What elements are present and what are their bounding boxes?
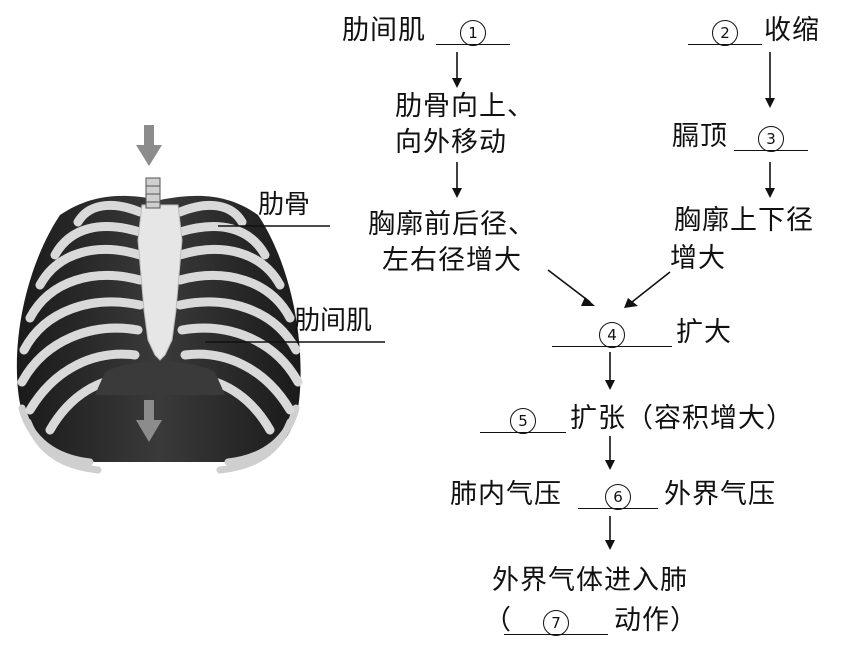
blank-number-2: 2 bbox=[712, 20, 738, 46]
blank-6: 6 bbox=[578, 480, 658, 510]
step7-line1: 外界气体进入肺 bbox=[492, 565, 688, 596]
spine-top bbox=[145, 177, 161, 209]
right-chain-start-suffix: 收缩 bbox=[764, 15, 820, 46]
sternum bbox=[137, 204, 183, 361]
step5-suffix: 扩张（容积增大） bbox=[570, 403, 794, 434]
left-chain-step1-line2: 向外移动 bbox=[395, 127, 507, 158]
downward-arrow-bottom bbox=[136, 400, 162, 442]
left-chain-step1-line1: 肋骨向上、 bbox=[395, 91, 535, 122]
blank-number-1: 1 bbox=[460, 20, 486, 46]
downward-arrow-top bbox=[136, 125, 162, 166]
blank-5: 5 bbox=[480, 404, 566, 434]
lower-rib-edges bbox=[18, 404, 300, 474]
step4-suffix: 扩大 bbox=[676, 317, 732, 348]
blank-2: 2 bbox=[688, 16, 762, 46]
blank-3: 3 bbox=[734, 122, 808, 152]
step6-prefix: 肺内气压 bbox=[450, 479, 562, 510]
blank-7: 7 bbox=[504, 606, 608, 636]
right-chain-step2-line2: 增大 bbox=[670, 243, 726, 274]
flow-arrows bbox=[452, 52, 775, 550]
diaphragm bbox=[95, 361, 225, 395]
left-chain-start: 肋间肌 bbox=[342, 15, 426, 46]
blank-1: 1 bbox=[436, 16, 510, 46]
blank-number-5: 5 bbox=[510, 408, 536, 434]
right-ribs bbox=[175, 200, 303, 435]
step7-suffix: 动作） bbox=[614, 605, 698, 636]
intercostal-label: 肋间肌 bbox=[294, 306, 373, 336]
step6-suffix: 外界气压 bbox=[664, 479, 776, 510]
right-chain-step2-line1: 胸廓上下径 bbox=[674, 205, 814, 236]
step7-open-paren: （ bbox=[484, 605, 512, 636]
left-chain-step2-line1: 胸廓前后径、 bbox=[368, 209, 536, 240]
blank-number-7: 7 bbox=[543, 610, 569, 636]
blank-4: 4 bbox=[552, 318, 672, 348]
left-ribs bbox=[17, 200, 145, 435]
blank-number-3: 3 bbox=[758, 126, 784, 152]
blank-number-4: 4 bbox=[599, 322, 625, 348]
blank-number-6: 6 bbox=[605, 484, 631, 510]
rib-label: 肋骨 bbox=[258, 190, 311, 220]
right-chain-step1-prefix: 膈顶 bbox=[672, 121, 728, 152]
left-chain-step2-line2: 左右径增大 bbox=[382, 245, 522, 276]
